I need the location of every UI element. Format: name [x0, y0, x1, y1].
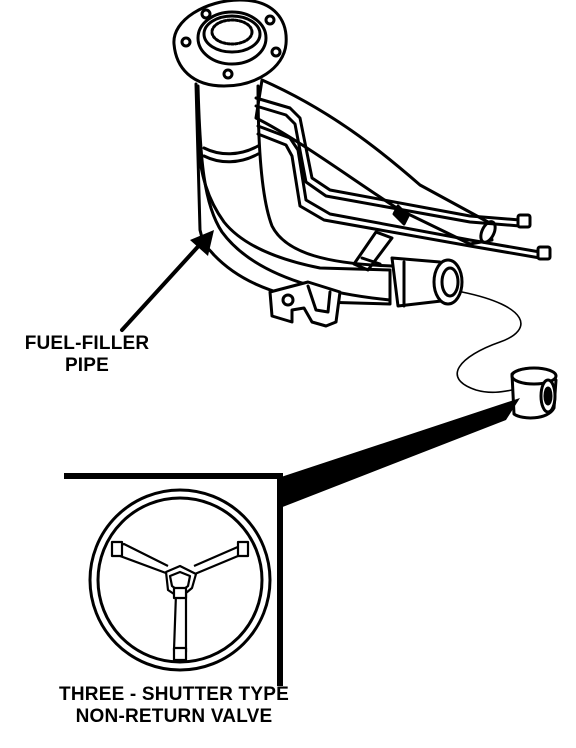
vent-tubes — [254, 78, 552, 272]
pipe-outlet — [390, 256, 464, 308]
fuel-filler-arrow — [120, 230, 214, 332]
valve-connector-line — [456, 291, 522, 394]
non-return-valve-small — [510, 366, 558, 420]
magnified-valve-inset — [64, 398, 520, 686]
valve-label-line1: THREE - SHUTTER TYPE — [59, 684, 289, 705]
fuel-filler-pipe-drawing — [172, 0, 558, 420]
fuel-filler-pipe-label: FUEL-FILLER PIPE — [4, 333, 170, 377]
valve-shutters — [110, 540, 250, 662]
valve-label-line2: NON-RETURN VALVE — [75, 706, 273, 727]
mounting-bracket — [268, 280, 342, 328]
fuel-filler-label-line2: PIPE — [64, 355, 110, 376]
non-return-valve-label: THREE - SHUTTER TYPE NON-RETURN VALVE — [14, 684, 334, 728]
filler-flange — [172, 0, 288, 88]
fuel-filler-label-line1: FUEL-FILLER — [24, 333, 150, 354]
